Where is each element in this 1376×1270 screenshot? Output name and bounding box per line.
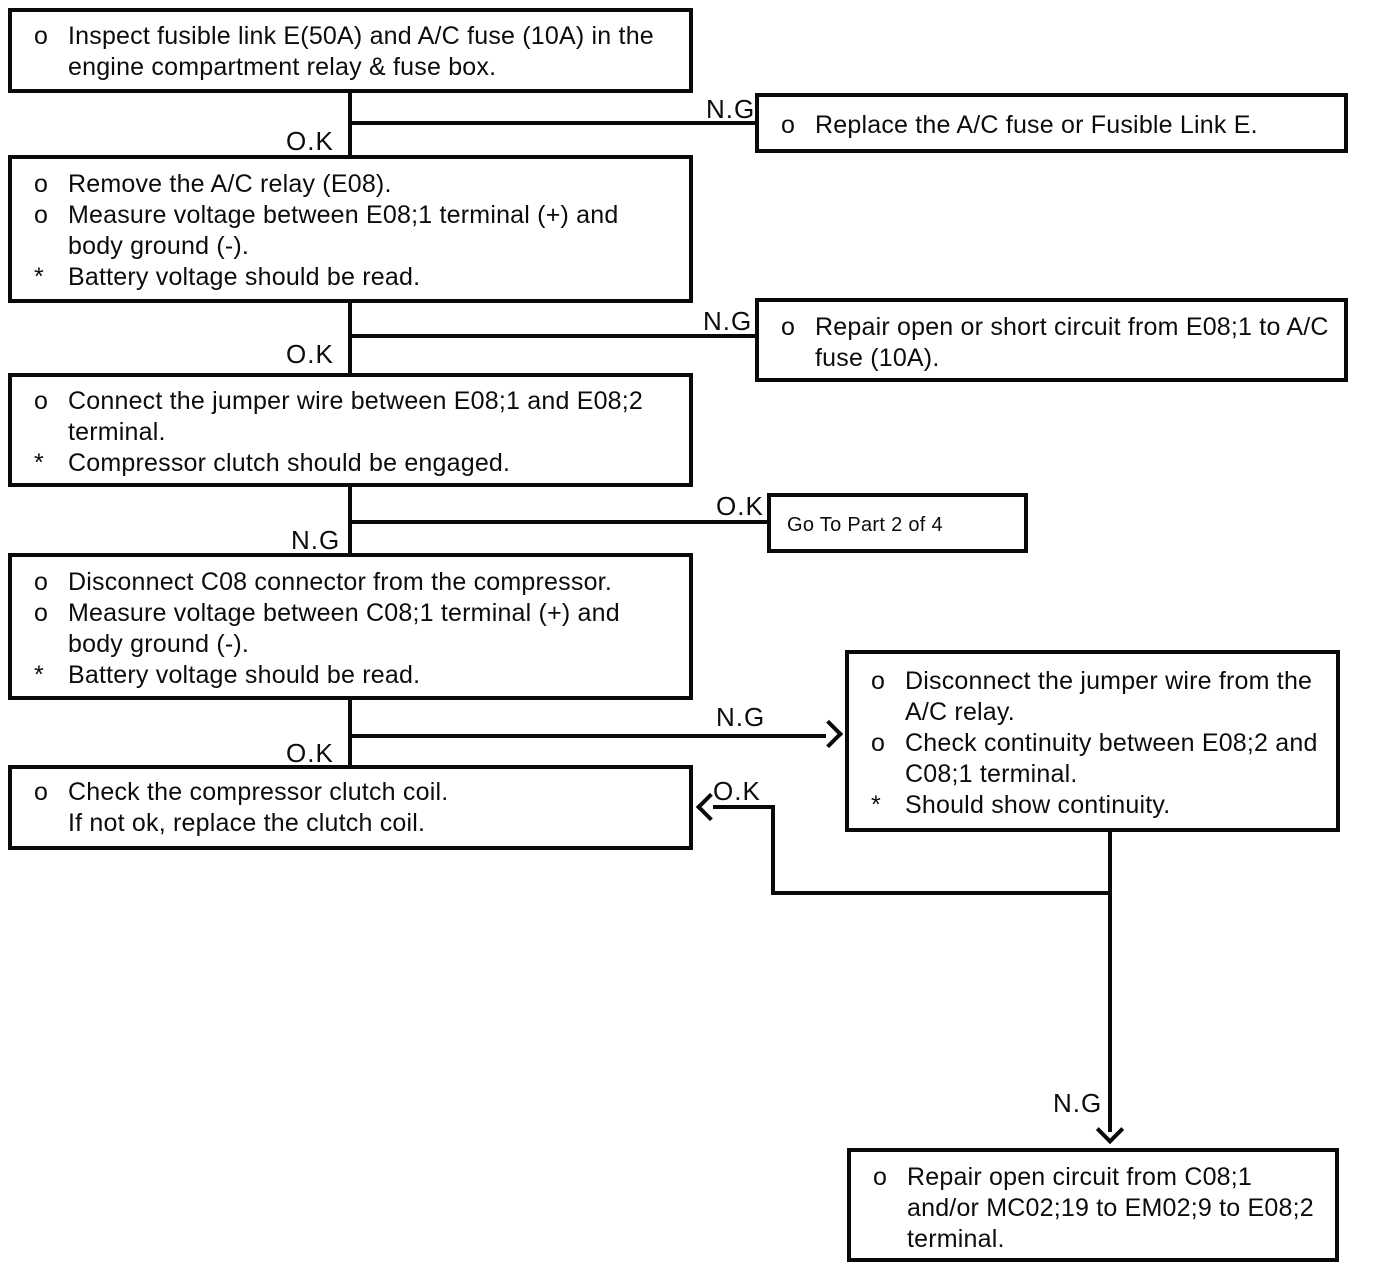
step-text: Disconnect the jumper wire from the A/C … xyxy=(905,667,1313,726)
flow-box-clutch-coil: o Check the compressor clutch coil. If n… xyxy=(8,765,693,850)
ng-label: N.G xyxy=(703,306,753,336)
list-item: * Battery voltage should be read. xyxy=(34,660,679,691)
list-item: o Replace the A/C fuse or Fusible Link E… xyxy=(781,110,1334,141)
ok-label: O.K xyxy=(286,126,334,156)
connector-line xyxy=(713,805,775,809)
bullet xyxy=(34,808,68,839)
ng-label: N.G xyxy=(291,525,341,555)
connector-line xyxy=(348,485,352,554)
list-item: o Connect the jumper wire between E08;1 … xyxy=(34,386,679,448)
list-item: o Measure voltage between E08;1 terminal… xyxy=(34,200,679,262)
step-text: Repair open circuit from C08;1 and/or MC… xyxy=(907,1163,1314,1253)
step-text: Compressor clutch should be engaged. xyxy=(68,449,511,477)
ng-label: N.G xyxy=(706,94,756,124)
flow-box-jumper-wire: o Connect the jumper wire between E08;1 … xyxy=(8,373,693,487)
bullet: * xyxy=(34,661,44,689)
step-text: Check continuity between E08;2 and C08;1… xyxy=(905,729,1318,788)
flow-box-check-continuity: o Disconnect the jumper wire from the A/… xyxy=(845,650,1340,832)
bullet: o xyxy=(34,778,49,806)
ok-label: O.K xyxy=(286,738,334,768)
step-text: Replace the A/C fuse or Fusible Link E. xyxy=(815,111,1258,139)
flow-box-disconnect-c08: o Disconnect C08 connector from the comp… xyxy=(8,553,693,700)
list-item: o Check the compressor clutch coil. xyxy=(34,777,679,808)
connector-line xyxy=(348,699,352,766)
connector-line xyxy=(348,334,757,338)
flow-box-replace-fuse: o Replace the A/C fuse or Fusible Link E… xyxy=(755,93,1348,153)
connector-line xyxy=(348,520,769,524)
bullet: * xyxy=(34,263,44,291)
flow-box-repair-open-circuit: o Repair open circuit from C08;1 and/or … xyxy=(847,1148,1339,1262)
list-item: * Should show continuity. xyxy=(871,790,1326,821)
list-item: o Repair open circuit from C08;1 and/or … xyxy=(873,1162,1325,1255)
connector-line xyxy=(771,805,775,895)
connector-line xyxy=(771,891,1112,895)
bullet: * xyxy=(871,791,881,819)
flow-box-goto-part2: Go To Part 2 of 4 xyxy=(767,493,1028,553)
list-item: o Inspect fusible link E(50A) and A/C fu… xyxy=(34,21,679,83)
goto-text: Go To Part 2 of 4 xyxy=(787,514,943,536)
step-text: Battery voltage should be read. xyxy=(68,661,421,689)
bullet: o xyxy=(34,201,49,229)
list-item: o Remove the A/C relay (E08). xyxy=(34,169,679,200)
ng-label: N.G xyxy=(1053,1088,1103,1118)
flow-box-inspect-fuse: o Inspect fusible link E(50A) and A/C fu… xyxy=(8,8,693,93)
ok-label: O.K xyxy=(713,776,761,806)
list-item: * Battery voltage should be read. xyxy=(34,262,679,293)
connector-line xyxy=(348,734,826,738)
connector-line xyxy=(1108,831,1112,1132)
bullet: o xyxy=(34,599,49,627)
connector-line xyxy=(348,121,757,125)
list-item: o Disconnect the jumper wire from the A/… xyxy=(871,666,1326,728)
bullet: o xyxy=(34,22,49,50)
step-text: Repair open or short circuit from E08;1 … xyxy=(815,313,1329,372)
bullet: o xyxy=(871,729,886,757)
ok-label: O.K xyxy=(716,491,764,521)
list-item: o Check continuity between E08;2 and C08… xyxy=(871,728,1326,790)
flow-box-remove-relay: o Remove the A/C relay (E08). o Measure … xyxy=(8,155,693,303)
step-text: Inspect fusible link E(50A) and A/C fuse… xyxy=(68,22,654,81)
step-text: Measure voltage between C08;1 terminal (… xyxy=(68,599,620,658)
bullet: * xyxy=(34,449,44,477)
ng-label: N.G xyxy=(716,702,766,732)
ok-label: O.K xyxy=(286,339,334,369)
bullet: o xyxy=(781,111,796,139)
bullet: o xyxy=(34,568,49,596)
step-text: Battery voltage should be read. xyxy=(68,263,421,291)
list-item: * Compressor clutch should be engaged. xyxy=(34,448,679,479)
flow-box-repair-e08-fuse: o Repair open or short circuit from E08;… xyxy=(755,298,1348,382)
list-item: o Disconnect C08 connector from the comp… xyxy=(34,567,679,598)
arrowhead-down-icon xyxy=(1095,1115,1125,1145)
bullet: o xyxy=(873,1163,888,1191)
step-text: Should show continuity. xyxy=(905,791,1171,819)
bullet: o xyxy=(871,667,886,695)
step-text: Measure voltage between E08;1 terminal (… xyxy=(68,201,619,260)
bullet: o xyxy=(34,170,49,198)
bullet: o xyxy=(34,387,49,415)
list-item: o Measure voltage between C08;1 terminal… xyxy=(34,598,679,660)
bullet: o xyxy=(781,313,796,341)
step-text: If not ok, replace the clutch coil. xyxy=(68,809,426,837)
arrowhead-right-icon xyxy=(814,719,844,749)
list-item: o Repair open or short circuit from E08;… xyxy=(781,312,1334,374)
step-text: Disconnect C08 connector from the compre… xyxy=(68,568,612,596)
step-text: Remove the A/C relay (E08). xyxy=(68,170,392,198)
step-text: Check the compressor clutch coil. xyxy=(68,778,449,806)
step-text: Connect the jumper wire between E08;1 an… xyxy=(68,387,644,446)
list-item: If not ok, replace the clutch coil. xyxy=(34,808,679,839)
